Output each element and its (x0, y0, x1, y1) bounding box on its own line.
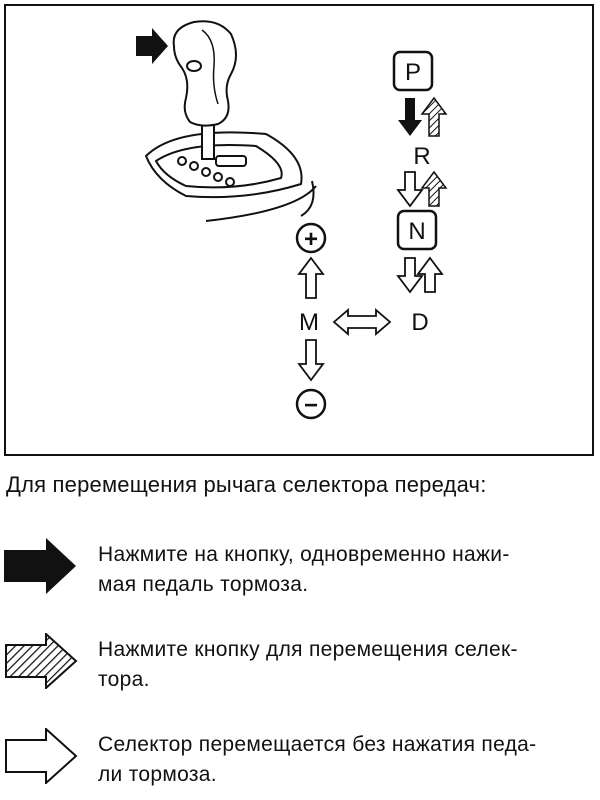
legend-item-outline: Селектор перемещается без нажатия педа- … (0, 728, 600, 798)
minus-label: − (304, 392, 318, 419)
solid-down-arrow-icon (398, 98, 422, 136)
legend-line: Нажмите кнопку для перемещения селек- (98, 638, 518, 661)
hatched-up-arrow-icon (420, 96, 448, 137)
legend-item-solid: Нажмите на кнопку, одновременно нажи- ма… (0, 538, 600, 608)
knob-button-arrow-icon (136, 28, 168, 64)
position-d-label: D (411, 309, 428, 336)
legend-line: мая педаль тормоза. (98, 573, 309, 596)
gear-selector-diagram: P R N D M + − (4, 4, 594, 456)
legend-line: тора. (98, 668, 150, 691)
plus-circle-icon (295, 222, 327, 254)
minus-circle-icon (295, 388, 327, 420)
hatched-arrow-icon (5, 633, 78, 689)
position-n-box (396, 209, 438, 251)
position-p-box (392, 50, 434, 92)
position-m-label: M (299, 309, 319, 336)
solid-black-arrow-icon (4, 538, 76, 594)
position-p-label: P (405, 59, 421, 86)
gear-selector-illustration: P R N D M + − (136, 20, 448, 420)
position-r-label: R (413, 143, 430, 170)
outline-down-arrow-icon (396, 257, 424, 294)
legend-line: ли тормоза. (98, 763, 217, 786)
outline-down-arrow-icon (297, 339, 325, 382)
shift-lever-drawing (144, 20, 317, 222)
legend-line: Селектор перемещается без нажатия педа- (98, 733, 537, 756)
hatched-up-arrow-icon (420, 170, 448, 207)
legend-item-hatched: Нажмите кнопку для перемещения селек- то… (0, 633, 600, 703)
instructions-caption: Для перемещения рычага селектора передач… (6, 472, 487, 497)
outline-arrow-icon (5, 728, 78, 784)
plus-label: + (304, 226, 318, 253)
legend-line: Нажмите на кнопку, одновременно нажи- (98, 543, 510, 566)
outline-double-arrow-icon (332, 308, 392, 336)
outline-up-arrow-icon (297, 256, 325, 299)
outline-down-arrow-icon (396, 171, 424, 208)
outline-up-arrow-icon (416, 256, 444, 293)
position-n-label: N (408, 218, 425, 245)
